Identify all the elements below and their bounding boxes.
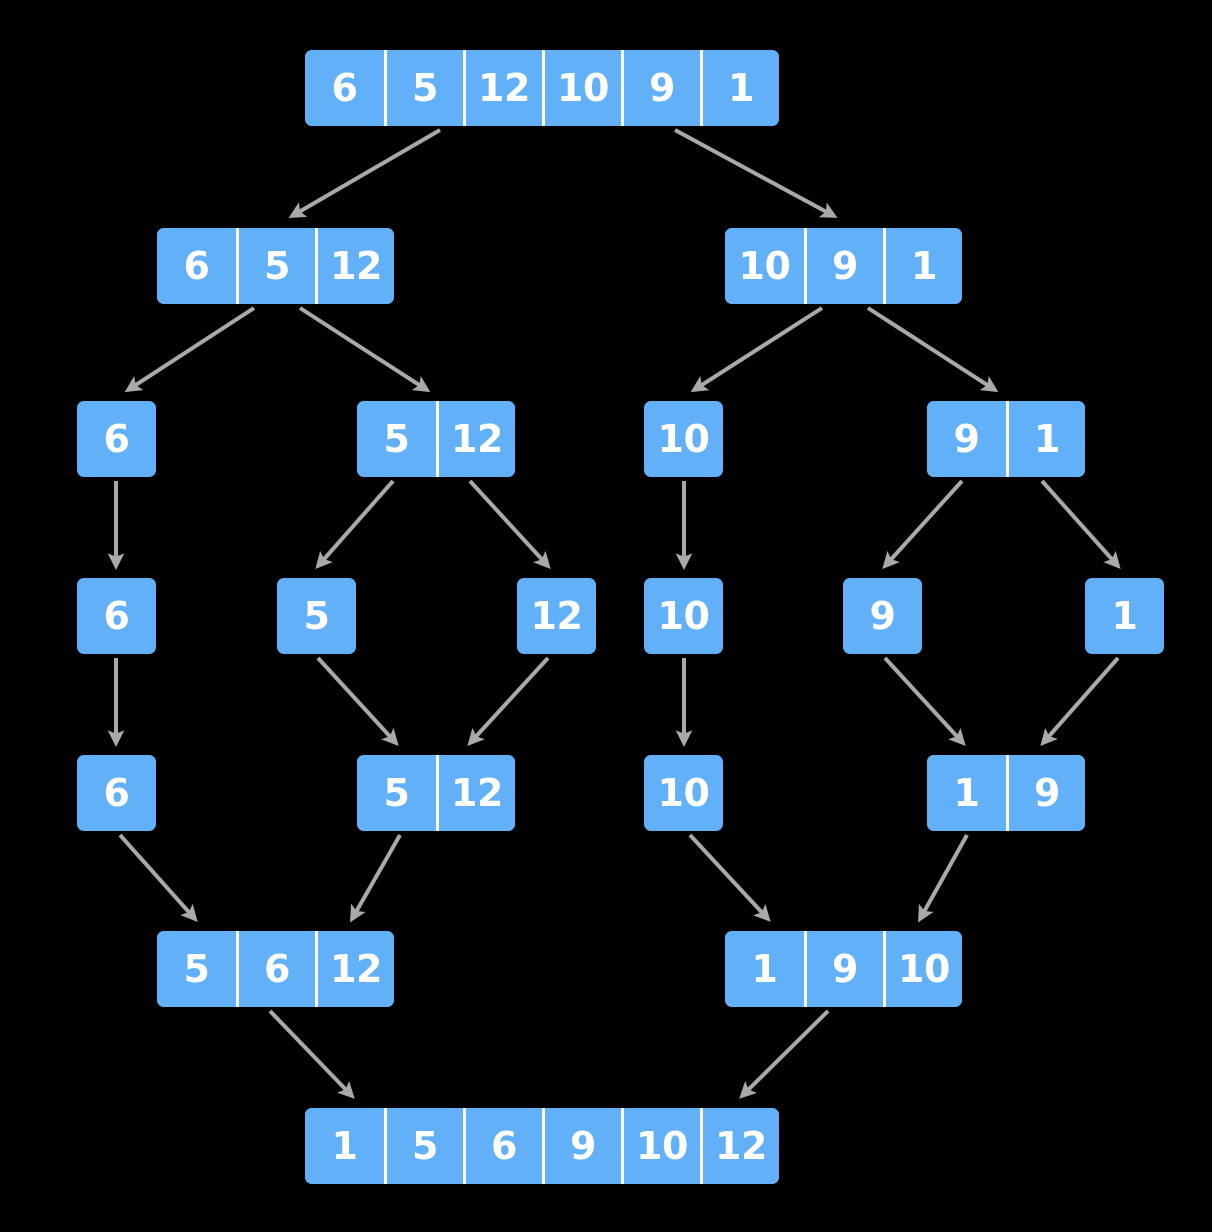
array-cell: 1: [700, 50, 779, 126]
array-cell: 12: [517, 578, 596, 654]
split-l1-to-l2b-arrow: [298, 306, 431, 393]
array-cell: 10: [644, 755, 723, 831]
split-l1-to-l2a-arrow: [124, 306, 256, 393]
array-cell: 9: [804, 931, 883, 1007]
array-cell: 10: [725, 228, 804, 304]
array-cell: 10: [644, 401, 723, 477]
leaf-10: 10: [644, 578, 723, 654]
array-cell: 12: [436, 755, 515, 831]
array-cell: 9: [1006, 755, 1085, 831]
array-cell: 9: [843, 578, 922, 654]
array-cell: 6: [77, 755, 156, 831]
array-cell: 6: [463, 1108, 542, 1184]
leaf-9: 9: [843, 578, 922, 654]
array-cell: 12: [315, 931, 394, 1007]
array-cell: 5: [357, 401, 436, 477]
split-root-to-right-arrow: [674, 128, 838, 218]
array-cell: 5: [384, 1108, 463, 1184]
merge-l4a-to-l5-arrow: [118, 833, 198, 922]
merge-l4b-to-l5-arrow: [350, 834, 402, 923]
merged-6: 6: [77, 755, 156, 831]
split-r1-to-r2a-arrow: [690, 306, 824, 393]
array-cell: 1: [1085, 578, 1164, 654]
array-cell: 6: [77, 401, 156, 477]
array-cell: 6: [305, 50, 384, 126]
array-cell: 5: [384, 50, 463, 126]
merge-l3c-to-l4b-arrow: [467, 656, 550, 746]
array-cell: 10: [644, 578, 723, 654]
array-cell: 12: [463, 50, 542, 126]
merge-l5-to-final-arrow: [268, 1009, 355, 1099]
leaf-12: 12: [517, 578, 596, 654]
array-cell: 9: [542, 1108, 621, 1184]
split-right-left: 10: [644, 401, 723, 477]
split-r2b-to-r3b-arrow: [882, 479, 964, 569]
leaf-1: 1: [1085, 578, 1164, 654]
array-cell: 5: [236, 228, 315, 304]
array-cell: 6: [236, 931, 315, 1007]
split-r2b-to-r3c-arrow: [1040, 479, 1121, 569]
array-cell: 9: [621, 50, 700, 126]
array-cell: 1: [725, 931, 804, 1007]
array-cell: 12: [700, 1108, 779, 1184]
array-cell: 10: [542, 50, 621, 126]
array-cell: 1: [927, 755, 1006, 831]
array-cell: 12: [315, 228, 394, 304]
split-root-to-left-arrow: [288, 128, 442, 219]
merge-r3b-to-r4b-arrow: [883, 656, 966, 746]
array-cell: 9: [804, 228, 883, 304]
array-cell: 1: [1006, 401, 1085, 477]
array-cell: 5: [157, 931, 236, 1007]
array-cell: 10: [883, 931, 962, 1007]
array-cell: 6: [77, 578, 156, 654]
merge-r4a-to-r5-arrow: [688, 833, 771, 922]
split-r1-to-r2b-arrow: [866, 306, 999, 393]
leaf-5: 5: [277, 578, 356, 654]
split-left-left: 6: [77, 401, 156, 477]
split-l2b-to-l3c-arrow: [468, 479, 551, 569]
merged-10: 10: [644, 755, 723, 831]
merge-r4b-to-r5-arrow: [918, 834, 969, 923]
array-cell: 9: [927, 401, 1006, 477]
array-cell: 12: [436, 401, 515, 477]
array-cell: 6: [157, 228, 236, 304]
merge-l3b-to-l4b-arrow: [316, 656, 399, 746]
leaf-6: 6: [77, 578, 156, 654]
split-l2b-to-l3b-arrow: [315, 479, 395, 569]
merge-r5-to-final-arrow: [739, 1009, 830, 1099]
array-cell: 1: [305, 1108, 384, 1184]
merge-r3c-to-r4b-arrow: [1040, 656, 1120, 746]
array-cell: 1: [883, 228, 962, 304]
array-cell: 5: [357, 755, 436, 831]
array-cell: 5: [277, 578, 356, 654]
array-cell: 10: [621, 1108, 700, 1184]
